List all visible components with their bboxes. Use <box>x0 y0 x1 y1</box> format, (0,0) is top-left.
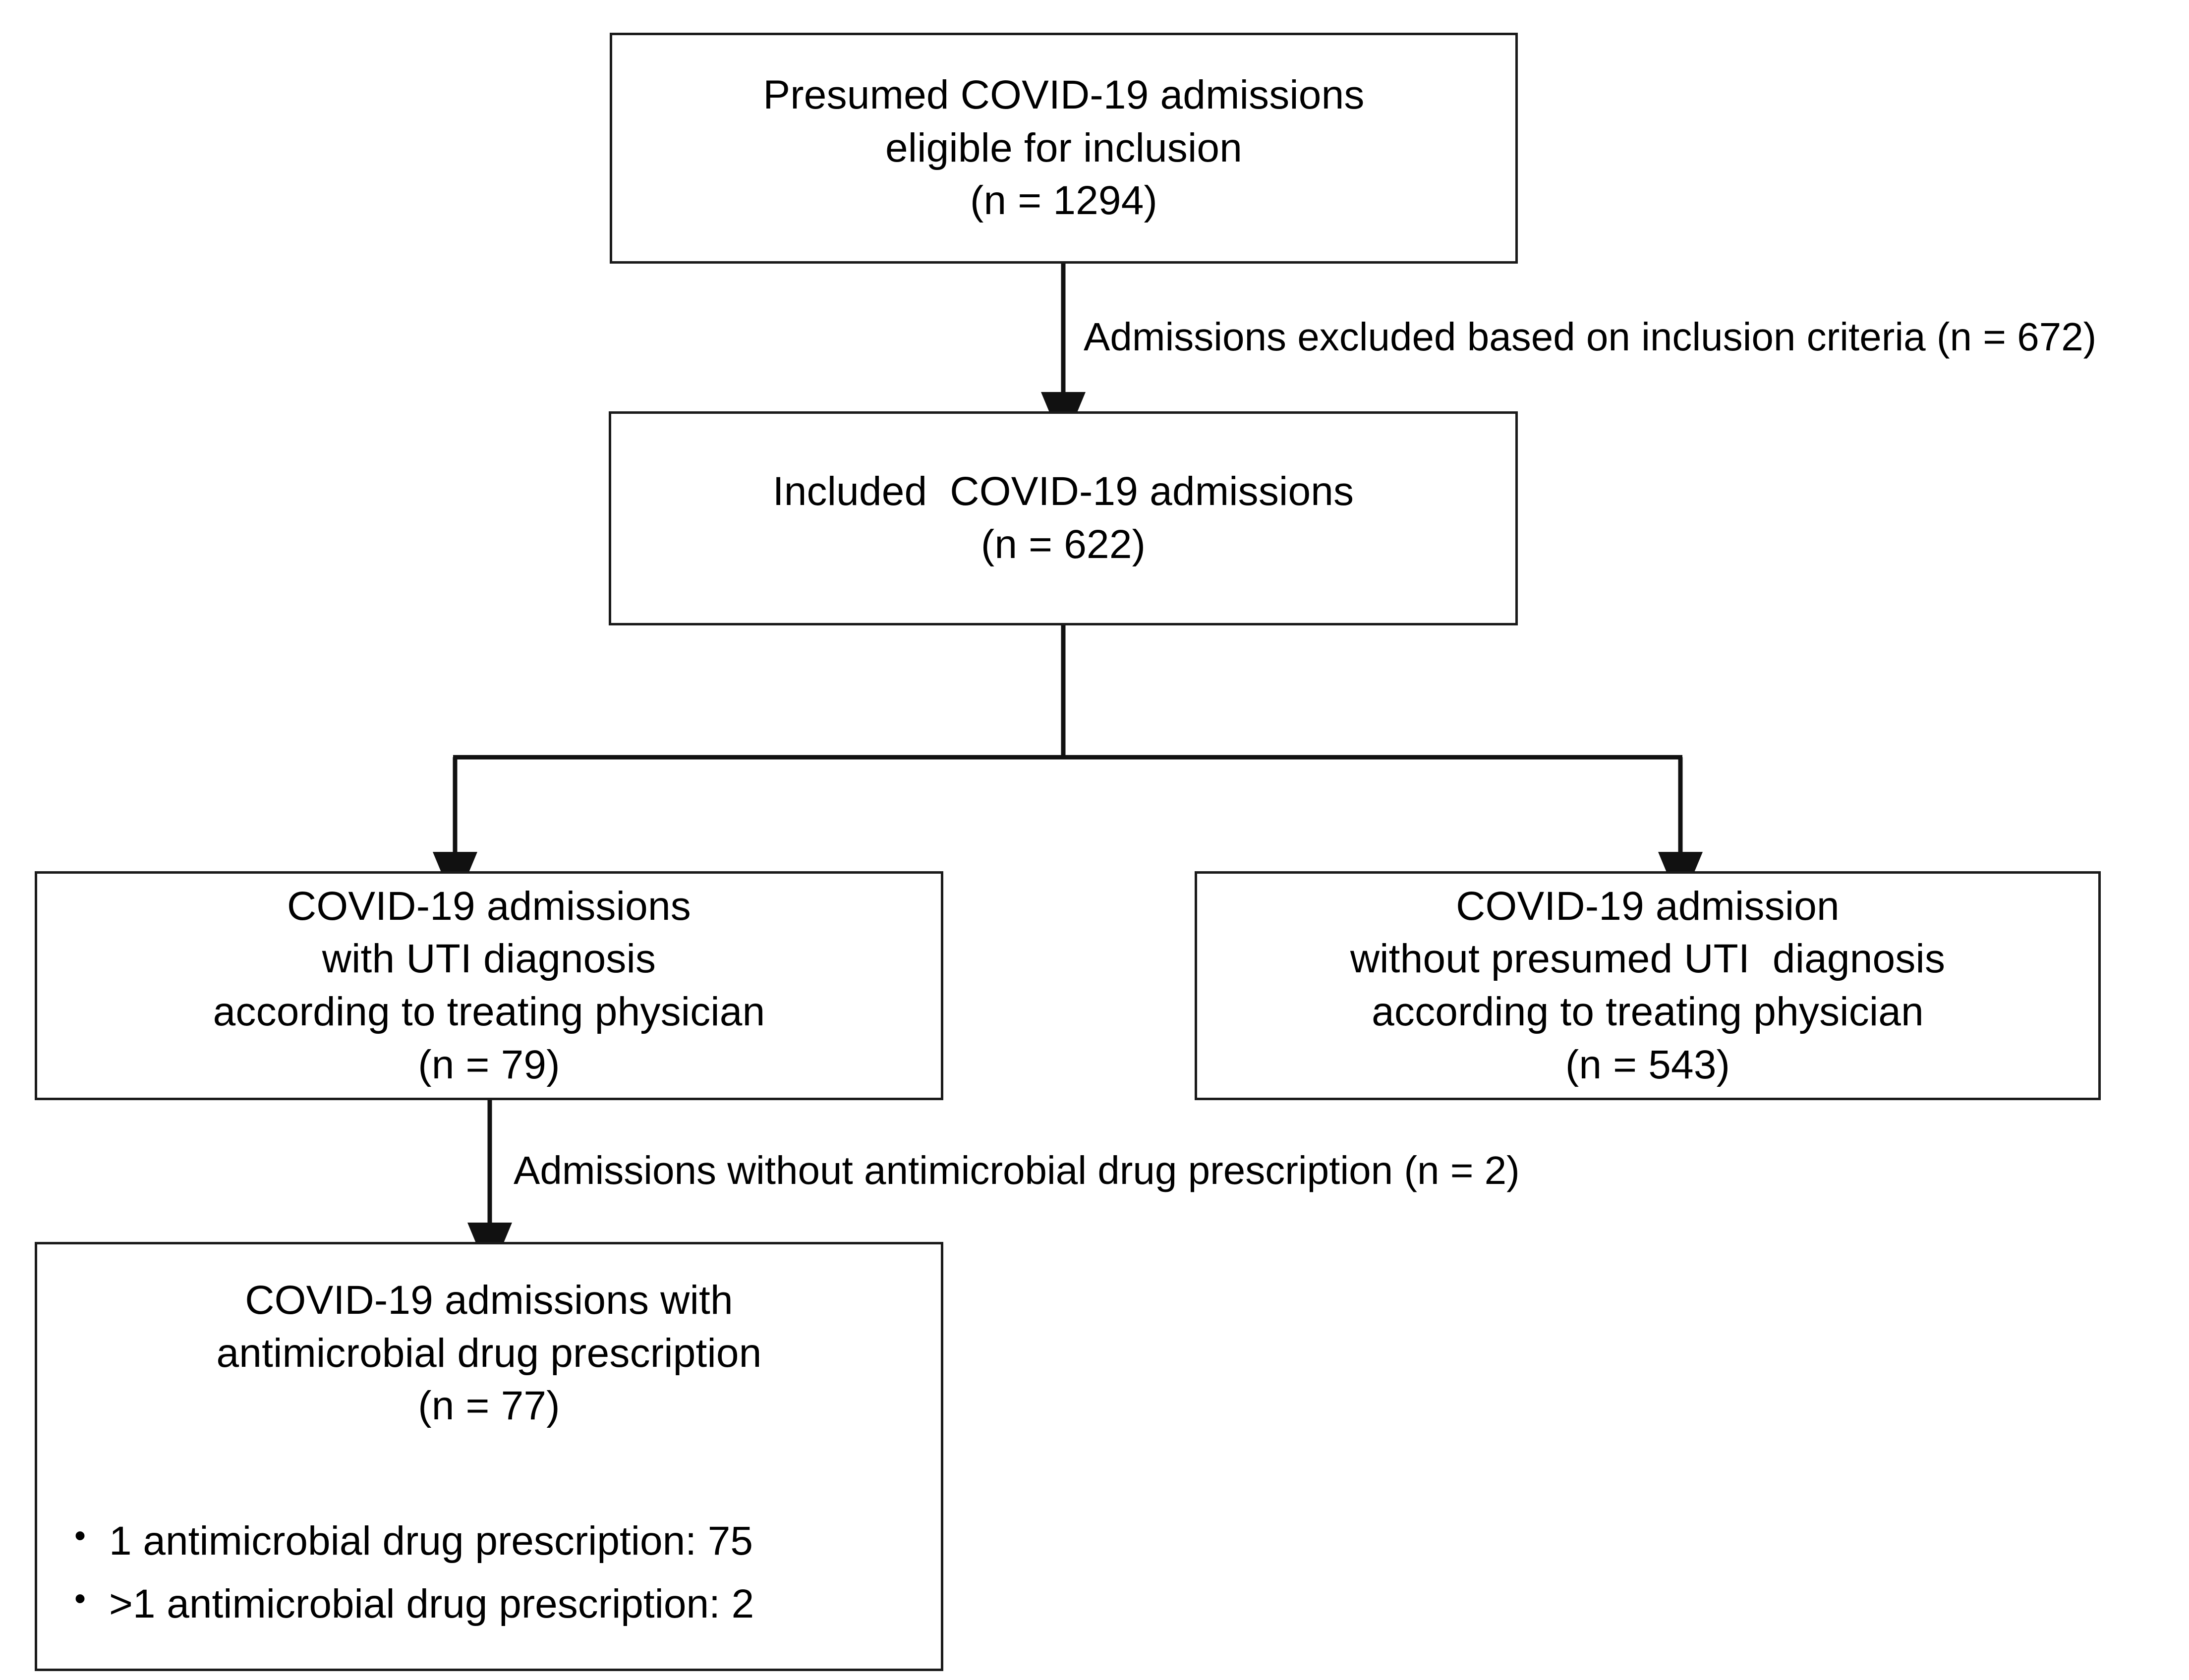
node-count: (n = 1294) <box>970 178 1158 224</box>
node-line: Presumed COVID-19 admissions <box>763 72 1365 118</box>
node-antimicrobial-prescription: COVID-19 admissions with antimicrobial d… <box>35 1242 943 1671</box>
node-count: (n = 77) <box>418 1383 560 1429</box>
node-line: eligible for inclusion <box>885 125 1243 170</box>
node-without-uti-diagnosis: COVID-19 admission without presumed UTI … <box>1195 871 2101 1100</box>
edge-label-no-antimicrobial: Admissions without antimicrobial drug pr… <box>514 1148 1520 1192</box>
node-line: Included COVID-19 admissions <box>772 469 1354 514</box>
bullet-dot-icon: • <box>74 1580 86 1617</box>
node-count: (n = 622) <box>980 522 1146 567</box>
list-item-label: 1 antimicrobial drug prescription: 75 <box>109 1518 753 1564</box>
prescription-bullet-list: • 1 antimicrobial drug prescription: 75 … <box>74 1513 921 1639</box>
list-item-label: >1 antimicrobial drug prescription: 2 <box>109 1581 754 1627</box>
list-item: • >1 antimicrobial drug prescription: 2 <box>74 1576 921 1632</box>
node-line: COVID-19 admissions <box>287 883 691 929</box>
list-item: • 1 antimicrobial drug prescription: 75 <box>74 1513 921 1569</box>
node-line: without presumed UTI diagnosis <box>1350 936 1946 982</box>
node-included-admissions: Included COVID-19 admissions (n = 622) <box>609 411 1518 625</box>
node-count: (n = 79) <box>418 1042 560 1087</box>
node-line: COVID-19 admission <box>1456 883 1840 929</box>
node-count: (n = 543) <box>1565 1042 1730 1087</box>
edge-label-excluded: Admissions excluded based on inclusion c… <box>1084 315 2097 359</box>
node-with-uti-diagnosis: COVID-19 admissions with UTI diagnosis a… <box>35 871 943 1100</box>
bullet-dot-icon: • <box>74 1517 86 1554</box>
node-line: with UTI diagnosis <box>322 936 656 982</box>
node-line: according to treating physician <box>213 989 765 1034</box>
node-line: COVID-19 admissions with <box>245 1278 733 1323</box>
node-presumed-admissions: Presumed COVID-19 admissions eligible fo… <box>610 33 1518 264</box>
node-line: according to treating physician <box>1372 989 1924 1034</box>
node-line: antimicrobial drug prescription <box>216 1330 762 1376</box>
